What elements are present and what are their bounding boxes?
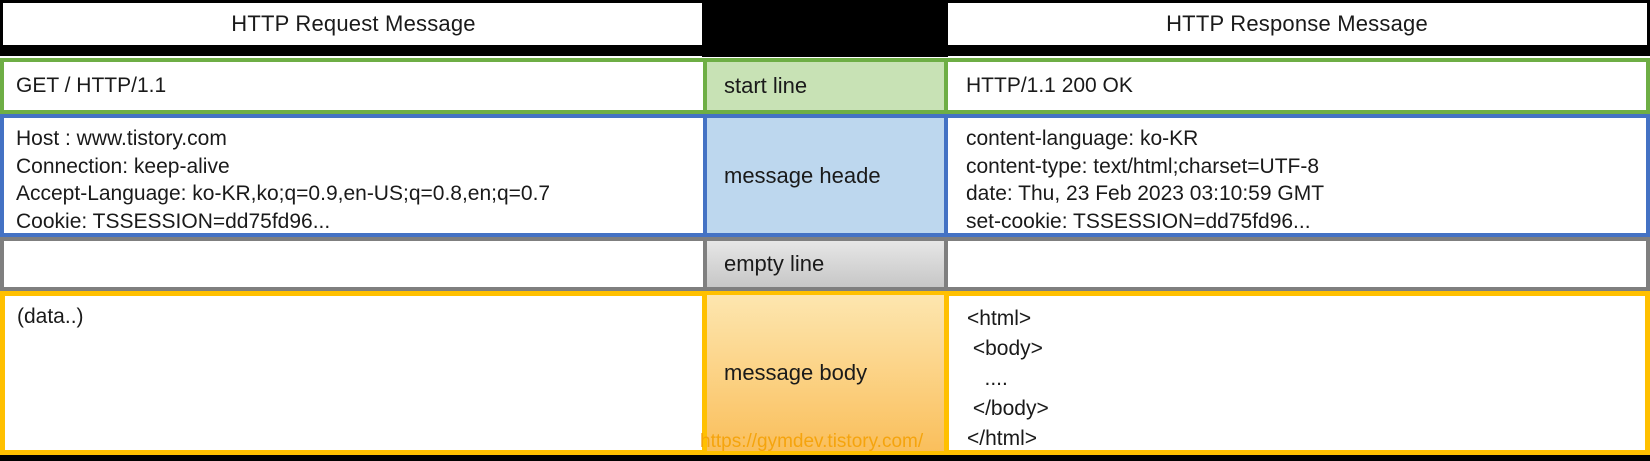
request-header-line: Accept-Language: ko-KR,ko;q=0.9,en-US;q=… — [16, 182, 551, 205]
request-start-line-box: GET / HTTP/1.1 — [0, 58, 707, 114]
top-divider-bar — [0, 46, 1650, 56]
request-title-box: HTTP Request Message — [0, 0, 707, 48]
request-start-line-text: GET / HTTP/1.1 — [16, 74, 167, 97]
request-empty-line-box — [0, 237, 707, 291]
watermark-url: https://gymdev.tistory.com/ — [700, 431, 924, 452]
response-start-line-text: HTTP/1.1 200 OK — [966, 74, 1133, 97]
response-title-box: HTTP Response Message — [944, 0, 1650, 48]
bottom-divider-bar — [0, 455, 1650, 461]
message-body-label: message body — [724, 360, 868, 385]
response-body-box: <html> <body> .... </body> </html> — [944, 291, 1650, 455]
message-body-label-box: message body — [703, 291, 948, 455]
request-header-line: Host : www.tistory.com — [16, 127, 227, 150]
response-title: HTTP Response Message — [1166, 11, 1428, 36]
request-title: HTTP Request Message — [231, 11, 476, 36]
start-line-label: start line — [724, 73, 808, 98]
response-empty-line-box — [944, 237, 1650, 291]
request-header-line: Cookie: TSSESSION=dd75fd96... — [16, 209, 331, 233]
request-body-text: (data..) — [17, 305, 84, 328]
response-header-line: content-language: ko-KR — [966, 127, 1199, 150]
response-body-line: </html> — [967, 427, 1038, 450]
response-header-line: set-cookie: TSSESSION=dd75fd96... — [966, 209, 1311, 233]
empty-line-label-box: empty line — [703, 237, 948, 291]
response-body-line: <body> — [967, 337, 1043, 360]
request-body-box: (data..) — [0, 291, 707, 455]
message-header-label: message heade — [724, 162, 881, 188]
response-body-line: <html> — [967, 307, 1032, 330]
response-body-line: .... — [967, 367, 1008, 390]
empty-line-label: empty line — [724, 251, 825, 276]
request-headers-box: Host : www.tistory.com Connection: keep-… — [0, 114, 707, 237]
request-header-line: Connection: keep-alive — [16, 154, 230, 178]
response-start-line-box: HTTP/1.1 200 OK — [944, 58, 1650, 114]
start-line-label-box: start line — [703, 58, 948, 114]
response-headers-box: content-language: ko-KR content-type: te… — [944, 114, 1650, 237]
response-header-line: date: Thu, 23 Feb 2023 03:10:59 GMT — [966, 182, 1325, 205]
response-header-line: content-type: text/html;charset=UTF-8 — [966, 154, 1320, 178]
message-header-label-box: message heade — [703, 114, 948, 237]
response-body-line: </body> — [967, 397, 1049, 420]
